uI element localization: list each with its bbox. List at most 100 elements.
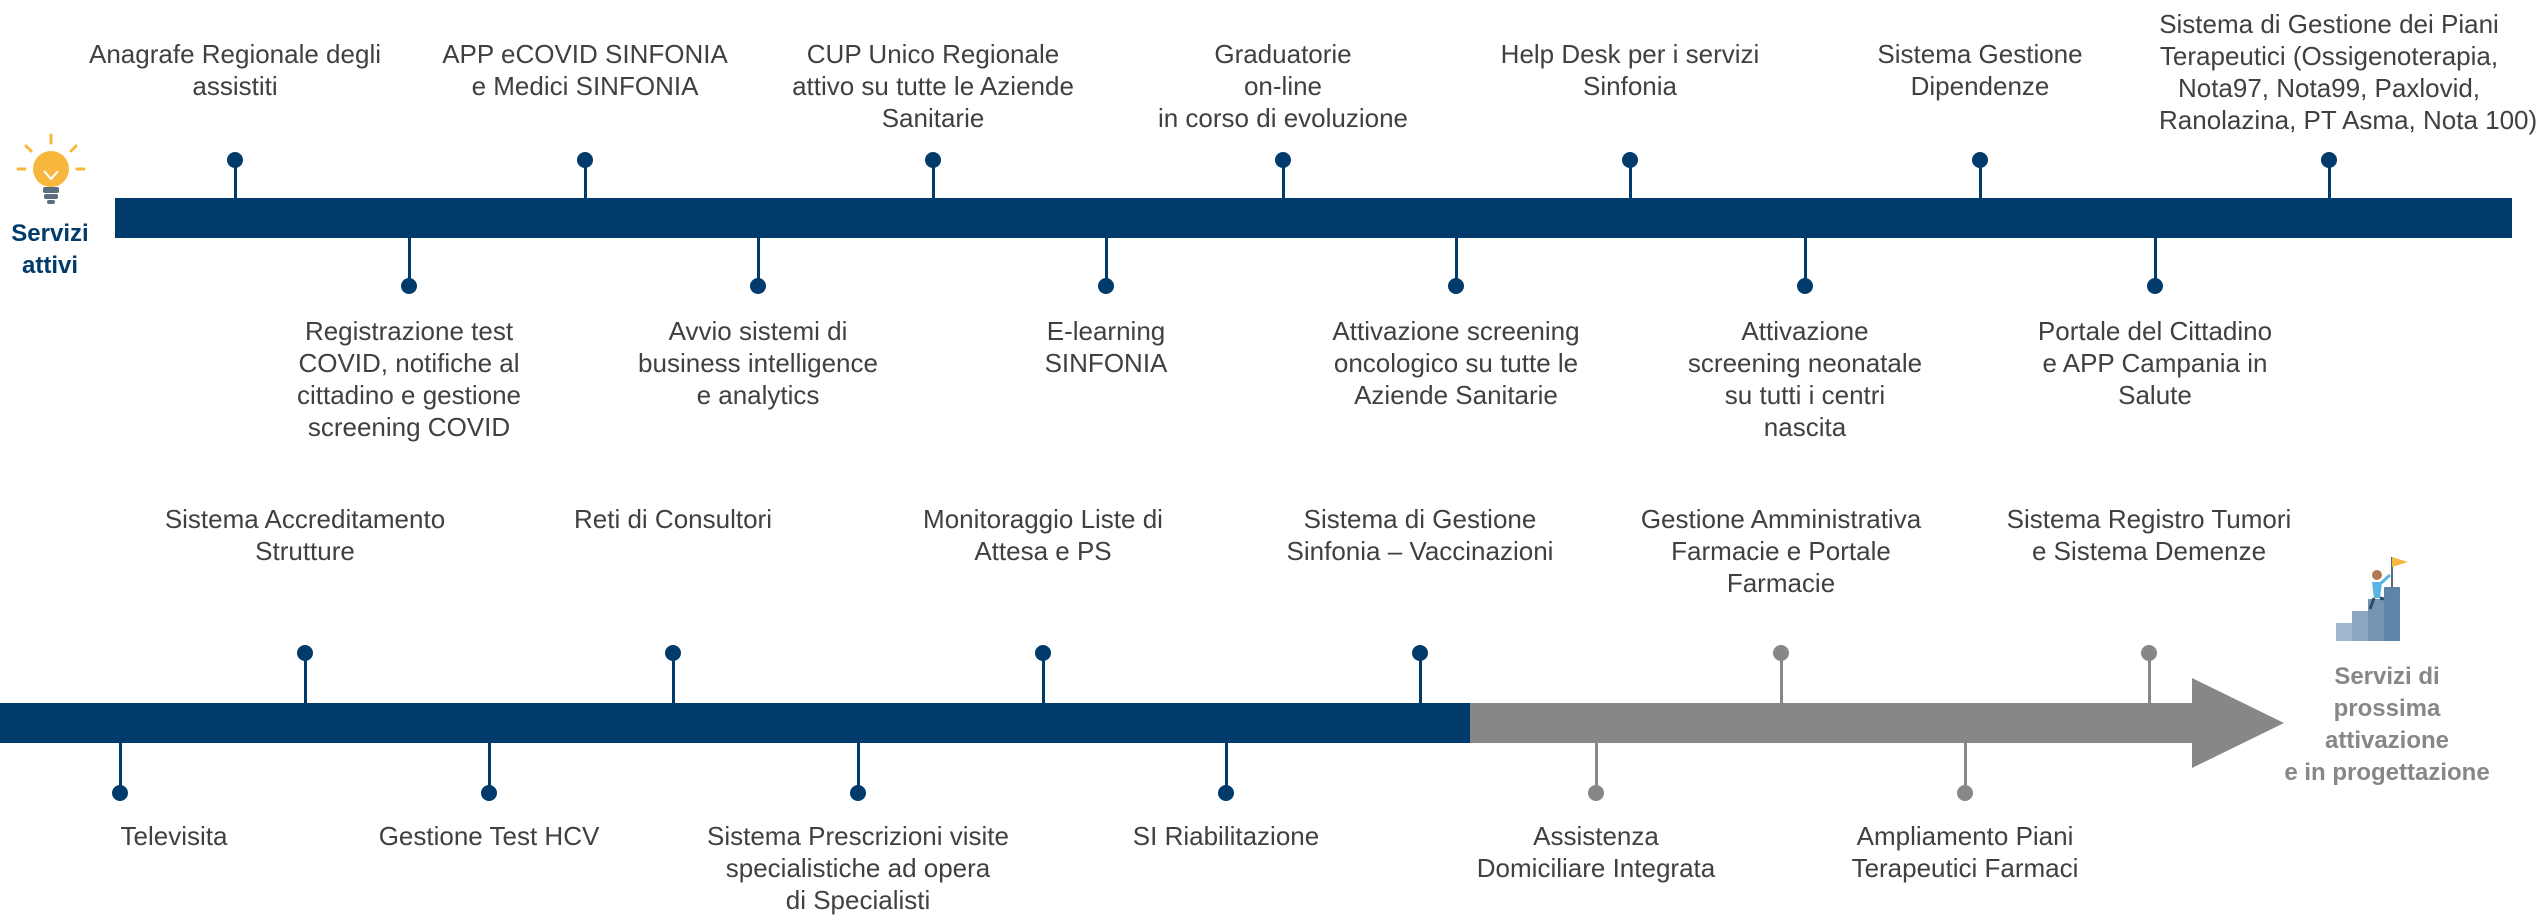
milestone-dot	[1957, 785, 1973, 801]
milestone-dot	[2321, 152, 2337, 168]
milestone-label-line: nascita	[1763, 412, 1847, 442]
lightbulb-icon	[16, 133, 86, 204]
milestone-dot	[1035, 645, 1051, 661]
milestone-label-line: su tutti i centri	[1724, 380, 1886, 410]
milestone-label-line: Farmacie e Portale	[1671, 536, 1891, 566]
milestone-label-line: Anagrafe Regionale degli	[89, 39, 381, 69]
milestone-stem	[1224, 741, 1228, 793]
milestone-label-line: Televisita	[120, 821, 228, 851]
milestone-label-line: in corso di evoluzione	[1157, 103, 1409, 133]
milestone-label-line: Gestione Amministrativa	[1640, 504, 1922, 534]
milestone-label-line: Terapeutici Farmaci	[1851, 853, 2079, 883]
milestone-dot	[665, 645, 681, 661]
milestone-dot	[1773, 645, 1789, 661]
milestone-stem	[2147, 653, 2151, 705]
milestone-label-line: on-line	[1243, 71, 1323, 101]
milestone-dot	[1448, 278, 1464, 294]
milestone-label-line: Sinfonia	[1583, 71, 1677, 101]
side-label-line: prossima	[2333, 695, 2441, 722]
milestone-stem	[1963, 741, 1967, 793]
milestone-label-line: Help Desk per i servizi	[1500, 39, 1760, 69]
milestone-dot	[2147, 278, 2163, 294]
milestone-label: Gestione Test HCV	[319, 820, 659, 852]
milestone-dot	[481, 785, 497, 801]
milestone-label-line: Farmacie	[1726, 568, 1836, 598]
milestone-label-line: Ampliamento Piani	[1856, 821, 2074, 851]
milestone-label-line: cittadino e gestione	[296, 380, 522, 410]
milestone-label-line: E-learning	[1046, 316, 1166, 346]
milestone-stem	[1281, 160, 1285, 200]
milestone-label-line: Domiciliare Integrata	[1476, 853, 1716, 883]
milestone-label-line: screening neonatale	[1687, 348, 1923, 378]
milestone-label-line: CUP Unico Regionale	[806, 39, 1060, 69]
milestone-label-line: Registrazione test	[304, 316, 514, 346]
milestone-label-line: screening COVID	[307, 412, 511, 442]
side-label-line: attivazione	[2324, 727, 2450, 754]
milestone-label-line: e analytics	[696, 380, 820, 410]
milestone-stem	[931, 160, 935, 200]
goal-flag-stairs-icon	[2336, 557, 2408, 641]
milestone-label-line: Sistema di Gestione	[1303, 504, 1537, 534]
milestone-label-line: Ranolazina, PT Asma, Nota 100)	[2159, 105, 2537, 135]
milestone-label-line: Sanitarie	[881, 103, 985, 133]
milestone-label-line: Attivazione screening	[1332, 316, 1580, 346]
side-label-line: attivi	[21, 252, 78, 279]
milestone-label-line: Sistema Prescrizioni visite	[707, 821, 1009, 851]
milestone-label-line: Assistenza	[1533, 821, 1659, 851]
milestone-stem	[2153, 236, 2157, 286]
milestone-label-line: Strutture	[255, 536, 355, 566]
milestone-stem	[1104, 236, 1108, 286]
milestone-label-line: Avvio sistemi di	[668, 316, 848, 346]
milestone-stem	[1978, 160, 1982, 200]
milestone-label: SI Riabilitazione	[1056, 820, 1396, 852]
milestone-label: Reti di Consultori	[503, 503, 843, 535]
milestone-stem	[671, 653, 675, 705]
milestone-stem	[583, 160, 587, 200]
milestone-label-line: Attesa e PS	[974, 536, 1112, 566]
milestone-label-line: SI Riabilitazione	[1132, 821, 1320, 851]
milestone-label-line: attivo su tutte le Aziende	[792, 71, 1074, 101]
milestone-dot	[1218, 785, 1234, 801]
milestone-label-line: Dipendenze	[1910, 71, 2050, 101]
milestone-stem	[487, 741, 491, 793]
milestone-stem	[856, 741, 860, 793]
milestone-stem	[118, 741, 122, 793]
side-label-line: Servizi di	[2334, 663, 2440, 690]
milestone-dot	[297, 645, 313, 661]
milestone-dot	[1622, 152, 1638, 168]
milestone-stem	[1418, 653, 1422, 705]
milestone-dot	[750, 278, 766, 294]
milestone-label-line: Gestione Test HCV	[378, 821, 600, 851]
milestone-label-line: Salute	[2118, 380, 2192, 410]
milestone-label-line: Graduatorie	[1214, 39, 1352, 69]
milestone-label-line: Sinfonia – Vaccinazioni	[1286, 536, 1554, 566]
milestone-stem	[1628, 160, 1632, 200]
milestone-stem	[407, 236, 411, 286]
milestone-label-line: e Sistema Demenze	[2031, 536, 2267, 566]
milestone-dot	[1972, 152, 1988, 168]
milestone-stem	[756, 236, 760, 286]
milestone-dot	[2141, 645, 2157, 661]
upcoming-services-label: Servizi di prossima attivazione e in pro…	[2262, 661, 2512, 789]
milestone-stem	[303, 653, 307, 705]
milestone-dot	[1098, 278, 1114, 294]
arrow-head-shape	[1470, 678, 2284, 768]
roadmap-active-bar	[0, 703, 1470, 743]
milestone-label-line: APP eCOVID SINFONIA	[442, 39, 728, 69]
milestone-label: Televisita	[4, 820, 344, 852]
